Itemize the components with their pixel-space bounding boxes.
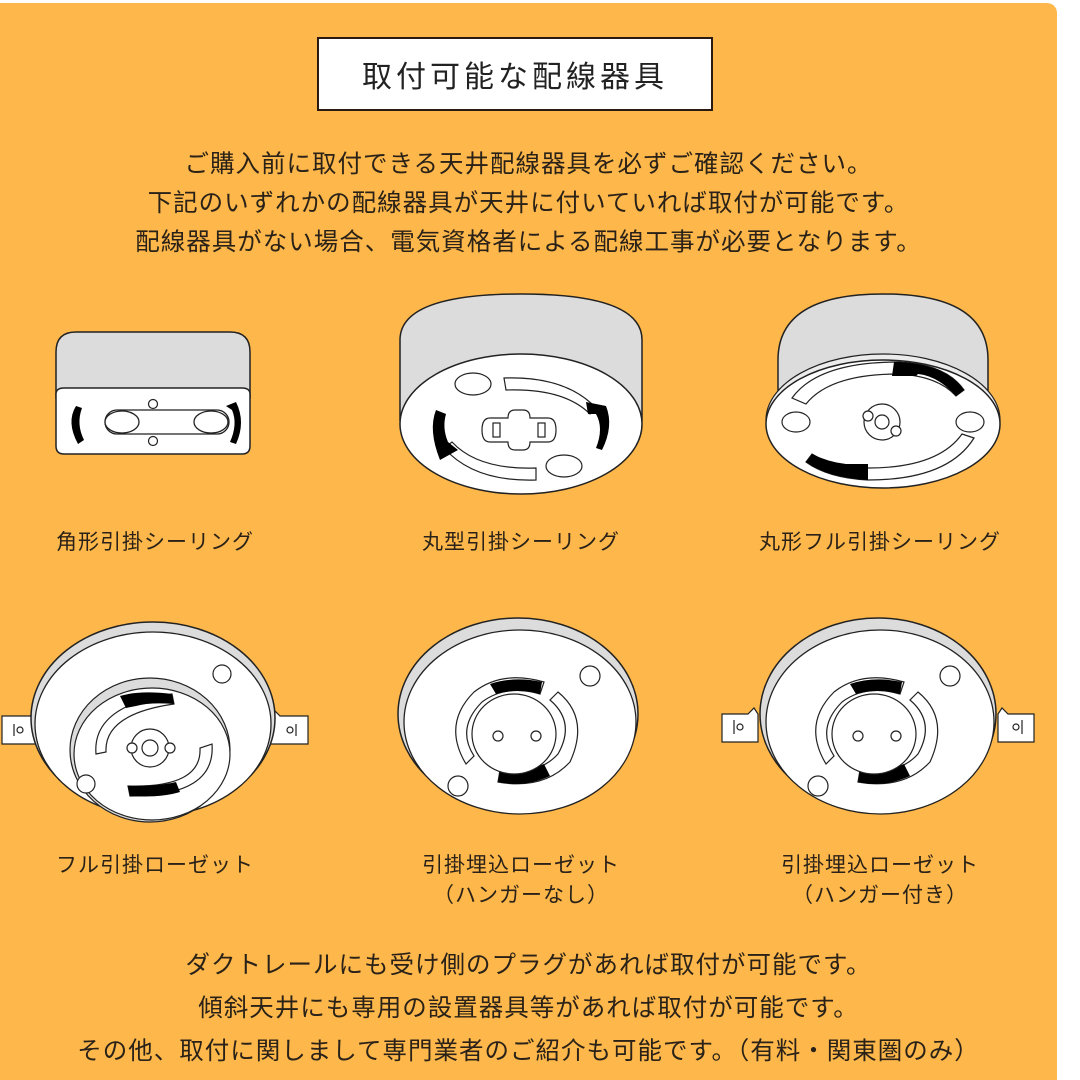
footer-line: ダクトレールにも受け側のプラグがあれば取付が可能です。 — [185, 950, 872, 979]
round-full-ceiling-hook-icon — [758, 290, 1008, 490]
embedded-rosette-no-hanger-icon — [394, 614, 644, 824]
intro-line: 配線器具がない場合、電気資格者による配線工事が必要となります。 — [135, 227, 922, 256]
device-sublabel: （ハンガーなし） — [433, 883, 609, 907]
device-sublabel: （ハンガー付き） — [792, 883, 968, 907]
footer-line: その他、取付に関しまして専門業者のご紹介も可能です。（有料・関東圏のみ） — [77, 1036, 980, 1065]
round-ceiling-hook-icon — [396, 290, 646, 500]
device-label: 引掛埋込ローゼット — [422, 853, 620, 877]
device-label: フル引掛ローゼット — [56, 853, 254, 877]
device-label: 丸型引掛シーリング — [422, 530, 620, 554]
full-hook-rosette-icon — [0, 620, 310, 830]
square-ceiling-hook-icon — [50, 328, 260, 458]
embedded-rosette-with-hanger-icon — [718, 614, 1038, 824]
device-label: 丸形フル引掛シーリング — [759, 530, 1001, 554]
device-label: 引掛埋込ローゼット — [781, 853, 979, 877]
intro-text: ご購入前に取付できる天井配線器具を必ずご確認ください。 下記のいずれかの配線器具… — [0, 144, 1057, 261]
page-title: 取付可能な配線器具 — [317, 37, 713, 111]
device-label-group: 引掛埋込ローゼット （ハンガー付き） — [740, 850, 1020, 910]
info-panel — [0, 3, 1057, 1080]
device-label-group: 引掛埋込ローゼット （ハンガーなし） — [386, 850, 656, 910]
page-title-text: 取付可能な配線器具 — [362, 60, 668, 95]
footer-notes: ダクトレールにも受け側のプラグがあれば取付が可能です。 傾斜天井にも専用の設置器… — [0, 943, 1057, 1072]
intro-line: 下記のいずれかの配線器具が天井に付いていれば取付が可能です。 — [147, 188, 910, 217]
intro-line: ご購入前に取付できる天井配線器具を必ずご確認ください。 — [184, 149, 873, 178]
device-label: 角形引掛シーリング — [56, 530, 254, 554]
footer-line: 傾斜天井にも専用の設置器具等があれば取付が可能です。 — [198, 993, 859, 1022]
